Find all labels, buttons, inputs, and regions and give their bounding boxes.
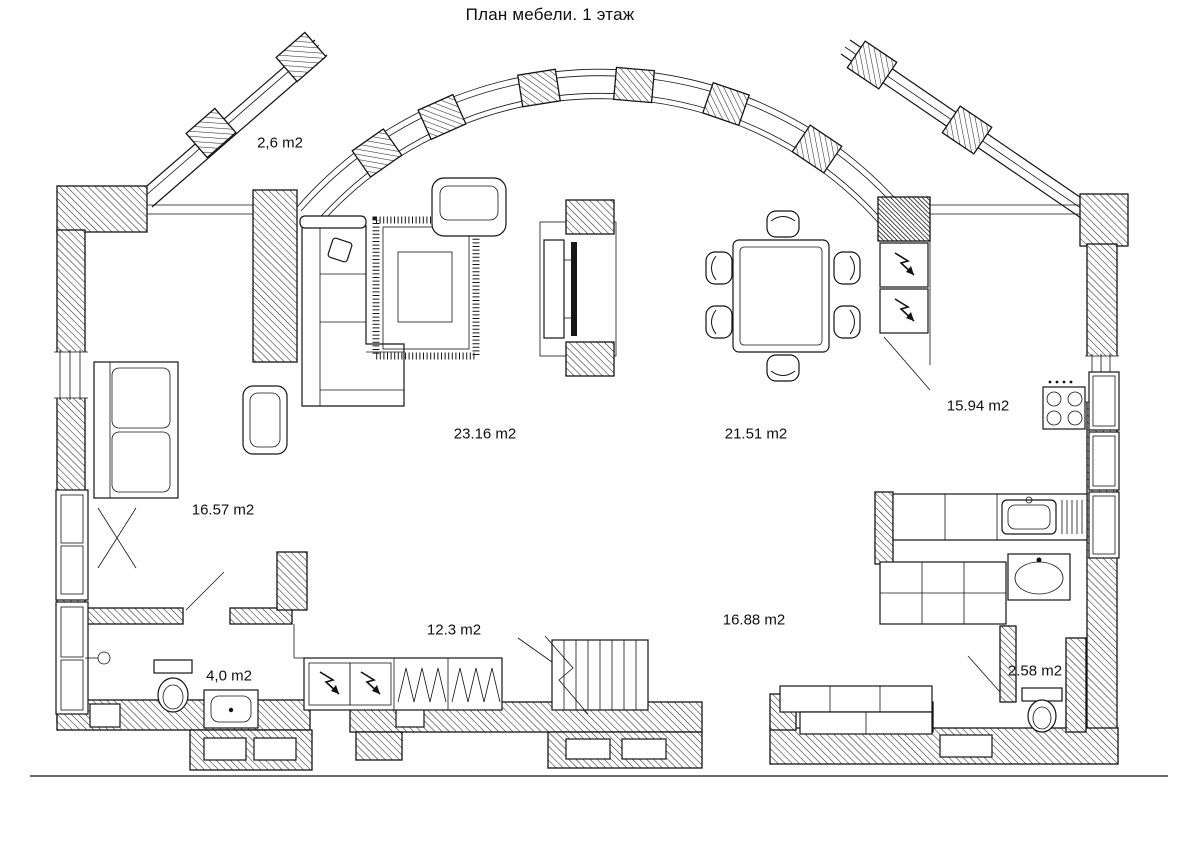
room-label-living: 23.16 m2	[453, 425, 517, 443]
right-wing-colonnade	[840, 39, 1094, 221]
wall-closets	[55, 489, 89, 715]
window-left	[54, 352, 88, 398]
toilet-bowl	[157, 677, 189, 713]
armchair	[431, 177, 507, 237]
wing-column	[275, 31, 327, 83]
wardrobe-closet	[303, 657, 503, 711]
page-title: План мебели. 1 этаж	[465, 5, 635, 24]
room-label-terrace: 2,6 m2	[257, 134, 303, 152]
wing-column	[941, 105, 993, 155]
arch-column	[612, 66, 656, 104]
dining-chair	[766, 210, 800, 238]
arched-colonnade	[296, 66, 904, 228]
dining-chair	[766, 354, 800, 382]
arch-column	[791, 124, 843, 174]
towel-ring	[97, 651, 111, 665]
kitchen-sink	[1001, 499, 1057, 535]
tv-unit	[539, 199, 617, 377]
toilet-tank	[1021, 687, 1063, 702]
dining-chair	[705, 305, 733, 339]
room-label-hall: 16.88 m2	[722, 611, 786, 629]
side-table	[242, 385, 288, 455]
wing-column	[185, 107, 237, 159]
arch-column	[701, 81, 751, 127]
room-label-bedroom: 16.57 m2	[191, 501, 255, 519]
terrace-window-lines	[147, 204, 1084, 215]
toilet-bowl	[1027, 699, 1057, 733]
left-wing-colonnade	[139, 31, 328, 208]
bedroom-furniture	[93, 361, 179, 569]
wing-column	[846, 40, 898, 90]
dining-chair	[833, 251, 861, 285]
interior-walls	[84, 189, 1087, 733]
stairs	[517, 635, 649, 715]
room-label-bathroom: 4,0 m2	[206, 667, 252, 685]
room-label-wardrobe: 12.3 m2	[426, 621, 482, 639]
dining-set	[705, 210, 861, 382]
stove	[1042, 386, 1086, 430]
arch-column	[516, 68, 562, 108]
dining-table	[732, 239, 830, 353]
arch-column	[351, 128, 403, 178]
bathroom-fixtures	[85, 651, 259, 729]
room-label-dining: 21.51 m2	[724, 425, 788, 443]
tv-screen	[571, 242, 577, 336]
wc-fixtures	[1021, 687, 1063, 733]
arch-column	[417, 93, 467, 141]
hall-bench	[779, 685, 933, 735]
rug	[372, 216, 480, 360]
toilet-tank	[153, 659, 193, 674]
dining-chair	[833, 305, 861, 339]
dining-chair	[705, 251, 733, 285]
room-label-wc: 2.58 m2	[1007, 662, 1063, 680]
room-label-kitchen: 15.94 m2	[946, 397, 1010, 415]
kitchen	[879, 371, 1120, 625]
glass-block-panel	[879, 242, 929, 334]
corner-sofa	[299, 215, 405, 407]
